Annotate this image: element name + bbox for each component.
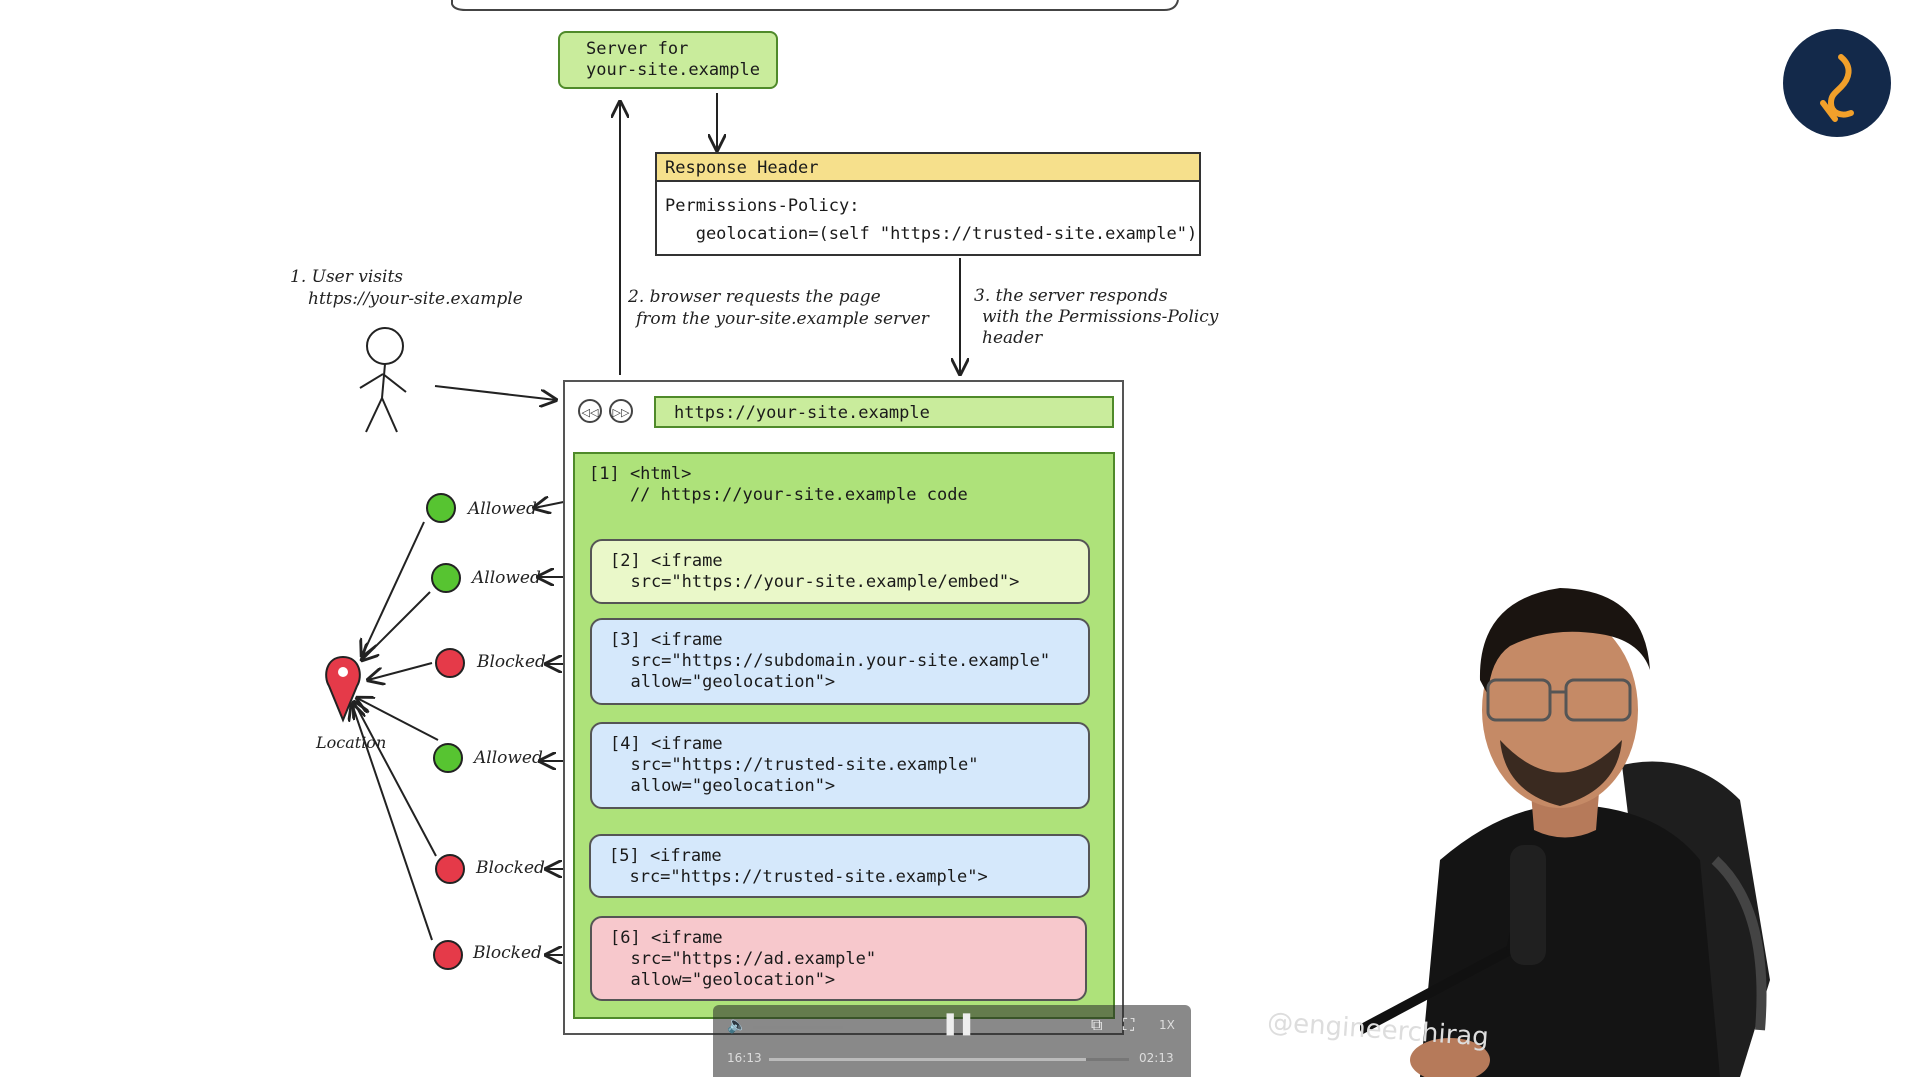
pin-arrow-5 — [354, 702, 437, 857]
iframe3-line1: [3] <iframe — [610, 630, 723, 650]
step2-line1: 2. browser requests the page — [628, 287, 881, 307]
pause-icon[interactable]: ❚❚ — [941, 1011, 976, 1036]
pip-icon[interactable]: ⧉ — [1091, 1015, 1103, 1034]
address-bar[interactable]: https://your-site.example — [654, 396, 1114, 428]
blocked-dot — [435, 648, 465, 678]
policy-line2: geolocation=(self "https://trusted-site.… — [665, 224, 1198, 244]
response-header-body: Permissions-Policy: geolocation=(self "h… — [655, 180, 1201, 256]
pin-arrow-1 — [362, 521, 425, 656]
channel-logo — [1783, 29, 1891, 137]
server-box: Server for your-site.example — [558, 31, 778, 89]
step3-line3: header — [982, 328, 1043, 348]
step3-line1: 3. the server responds — [974, 286, 1168, 306]
server-line2: your-site.example — [586, 60, 760, 80]
iframe6-line1: [6] <iframe — [610, 928, 723, 948]
iframe-box-4: [4] <iframe src="https://trusted-site.ex… — [590, 722, 1090, 809]
iframe4-line1: [4] <iframe — [610, 734, 723, 754]
seek-bar[interactable] — [769, 1058, 1129, 1061]
seek-progress — [769, 1058, 1086, 1061]
iframe3-line2: src="https://subdomain.your-site.example… — [610, 651, 1051, 671]
step1-annotation: 1. User visits https://your-site.example — [290, 266, 523, 310]
pin-arrow-4 — [357, 698, 439, 741]
volume-slider[interactable] — [753, 1026, 843, 1029]
iframe6-line3: allow="geolocation"> — [610, 970, 836, 990]
pin-arrow-6 — [352, 704, 433, 941]
blocked-dot — [433, 940, 463, 970]
allowed-dot — [426, 493, 456, 523]
status-label-2: Allowed — [472, 568, 541, 588]
forward-button[interactable]: ▷▷ — [609, 399, 633, 423]
iframe-box-6: [6] <iframe src="https://ad.example" all… — [590, 916, 1087, 1001]
presenter-video: @engineerchirag — [1266, 560, 1909, 1081]
server-line1: Server for — [586, 39, 689, 59]
step1-line2: https://your-site.example — [308, 289, 523, 309]
current-time: 16:13 — [727, 1051, 762, 1065]
policy-line1: Permissions-Policy: — [665, 196, 860, 216]
status-label-4: Allowed — [474, 748, 543, 768]
volume-icon[interactable]: 🔈 — [727, 1015, 747, 1034]
presenter-figure — [1357, 588, 1770, 1081]
step2-line2: from the your-site.example server — [636, 309, 929, 329]
status-label-6: Blocked — [473, 943, 542, 963]
html-code: [1] <html> // https://your-site.example … — [575, 454, 1113, 506]
iframe3-line3: allow="geolocation"> — [610, 672, 836, 692]
pin-arrow-2 — [362, 591, 431, 660]
user-to-browser-arrow — [434, 385, 556, 400]
video-controls: 🔈 ❚❚ ⧉ ⛶ 1X 16:13 02:13 — [713, 1005, 1191, 1077]
html-line2: // https://your-site.example code — [589, 485, 968, 505]
iframe2-line1: [2] <iframe — [610, 551, 723, 571]
top-partial-box — [451, 0, 1179, 11]
user-stick-figure — [359, 327, 407, 433]
pin-arrow-3 — [368, 662, 433, 680]
fullscreen-icon[interactable]: ⛶ — [1123, 1015, 1135, 1034]
remaining-time: 02:13 — [1139, 1051, 1174, 1065]
iframe5-line2: src="https://trusted-site.example"> — [609, 867, 988, 887]
iframe-box-2: [2] <iframe src="https://your-site.examp… — [590, 539, 1090, 604]
step3-annotation: 3. the server responds with the Permissi… — [974, 286, 1218, 349]
blocked-dot — [435, 854, 465, 884]
iframe-box-5: [5] <iframe src="https://trusted-site.ex… — [589, 834, 1090, 898]
html-line1: [1] <html> — [589, 464, 692, 484]
status-label-5: Blocked — [476, 858, 545, 878]
iframe-box-3: [3] <iframe src="https://subdomain.your-… — [590, 618, 1090, 705]
iframe4-line2: src="https://trusted-site.example" — [610, 755, 979, 775]
logo-mark-icon — [1820, 54, 1854, 122]
iframe2-line2: src="https://your-site.example/embed"> — [610, 572, 1020, 592]
allowed-dot — [433, 743, 463, 773]
iframe5-line1: [5] <iframe — [609, 846, 722, 866]
response-header-title: Response Header — [655, 152, 1201, 182]
iframe6-line2: src="https://ad.example" — [610, 949, 877, 969]
back-button[interactable]: ◁◁ — [578, 399, 602, 423]
status-label-3: Blocked — [477, 652, 546, 672]
iframe4-line3: allow="geolocation"> — [610, 776, 836, 796]
step2-annotation: 2. browser requests the page from the yo… — [628, 286, 929, 330]
speed-button[interactable]: 1X — [1159, 1018, 1175, 1032]
step1-line1: 1. User visits — [290, 267, 404, 287]
allowed-dot — [431, 563, 461, 593]
status-label-1: Allowed — [468, 499, 537, 519]
step3-line2: with the Permissions-Policy — [982, 307, 1219, 327]
location-label: Location — [316, 733, 387, 752]
location-pin-icon — [325, 655, 361, 723]
